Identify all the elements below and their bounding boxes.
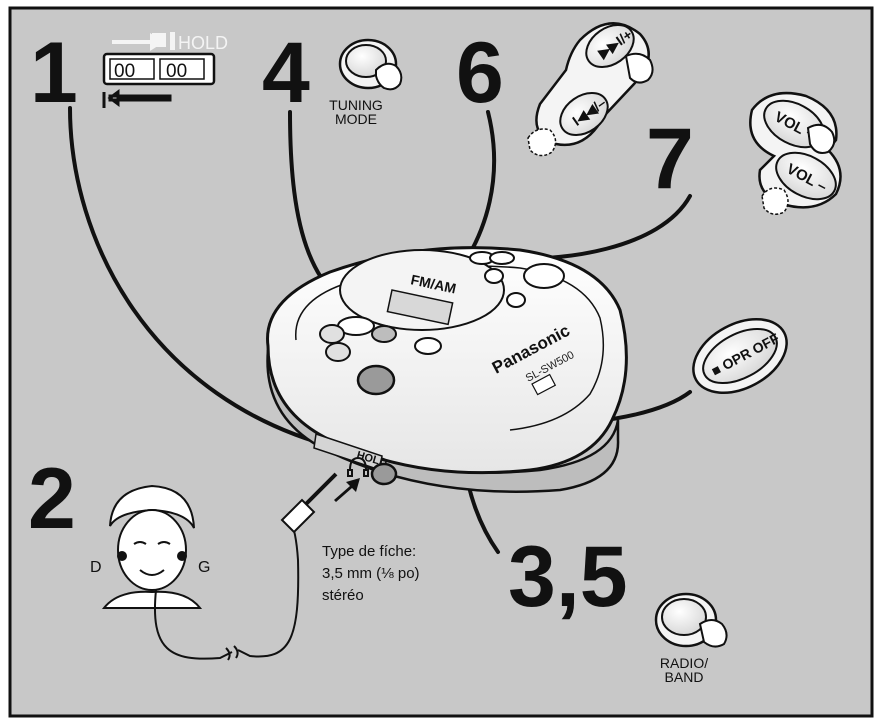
dotted-hand-icon	[761, 187, 789, 215]
hold-display-left-box	[109, 58, 155, 80]
user-eyes	[133, 541, 171, 545]
vol-down-button	[775, 151, 837, 201]
step-number-6: 6	[456, 25, 504, 121]
player-side-skip-down	[325, 342, 351, 362]
player-side-skip-up	[319, 324, 345, 344]
opr-off-button-illustration: ■ OPR OFF	[692, 318, 788, 394]
hold-bar-icon	[170, 32, 175, 50]
cd-player: FM/AM Panasonic SL-SW500 HOLD	[266, 246, 628, 493]
pointing-hand-icon	[806, 123, 836, 154]
user-smile	[139, 569, 165, 576]
skip-buttons-illustration: ▶▶I/+ I◀◀/–	[527, 22, 654, 157]
anti-skip-logo	[531, 373, 557, 396]
dotted-hand-icon	[527, 128, 557, 157]
headphones-user-illustration: D G	[90, 484, 210, 609]
plug-note-line2: 3,5 mm (⅛ po)	[322, 565, 420, 582]
plug-housing	[280, 498, 316, 534]
player-radio-band-button	[484, 268, 504, 284]
hold-display-right-box	[159, 58, 205, 80]
plug-pin	[304, 472, 338, 506]
pointing-hand-icon	[698, 619, 728, 648]
radio-label-line2: BAND	[665, 669, 704, 685]
player-open-button	[523, 263, 565, 289]
radio-label-line1: RADIO/	[660, 655, 708, 671]
pointing-hand-icon	[624, 52, 654, 84]
volume-buttons-illustration: VOL + VOL –	[749, 91, 842, 215]
step-number-1: 1	[30, 25, 78, 121]
step-number-4: 4	[262, 25, 310, 121]
prev-button	[559, 92, 609, 136]
next-button	[585, 24, 635, 68]
release-arrow-icon	[102, 89, 172, 108]
tuning-mode-button-illustration: TUNING MODE	[329, 38, 403, 127]
opr-off-button	[702, 327, 778, 385]
step-number-7: 7	[646, 111, 694, 207]
headphone-plug	[280, 472, 360, 534]
cable-break-icon	[225, 645, 239, 661]
player-vol-button	[489, 251, 515, 265]
hold-arrow-icon	[112, 33, 164, 51]
hold-label: HOLD	[178, 33, 228, 53]
leader-line-1	[68, 106, 340, 450]
headphone-jack-icon	[347, 456, 369, 477]
player-mode-button	[506, 292, 526, 308]
display-window-surround	[339, 249, 505, 331]
player-tuning-mode-button	[371, 325, 397, 343]
radio-band-button-illustration: RADIO/ BAND	[654, 592, 728, 685]
user-hair	[109, 484, 195, 529]
pointing-hand-icon	[375, 62, 403, 91]
step-number-3-5: 3,5	[508, 529, 628, 625]
lcd-display	[386, 289, 454, 326]
user-shoulders	[101, 590, 203, 609]
player-memory-button	[414, 337, 442, 355]
headphone-jack	[370, 462, 398, 486]
insert-arrow-icon	[334, 478, 360, 502]
tuning-label-line2: MODE	[335, 111, 377, 127]
user-face	[117, 509, 187, 591]
tuning-label-line1: TUNING	[329, 97, 383, 113]
left-ear-label: G	[198, 559, 210, 576]
player-opr-button	[356, 364, 396, 396]
step-number-2: 2	[28, 451, 76, 547]
radio-button-inner	[661, 598, 707, 636]
left-earphone-icon	[177, 551, 187, 561]
hold-display-left: 00	[114, 61, 135, 82]
right-ear-label: D	[90, 559, 102, 576]
plug-note-line3: stéréo	[322, 587, 364, 604]
hold-display-right: 00	[166, 61, 187, 82]
hold-switch-illustration: HOLD 00 00	[102, 32, 228, 108]
right-earphone-icon	[117, 551, 127, 561]
plug-note-line1: Type de fíche:	[322, 543, 416, 560]
